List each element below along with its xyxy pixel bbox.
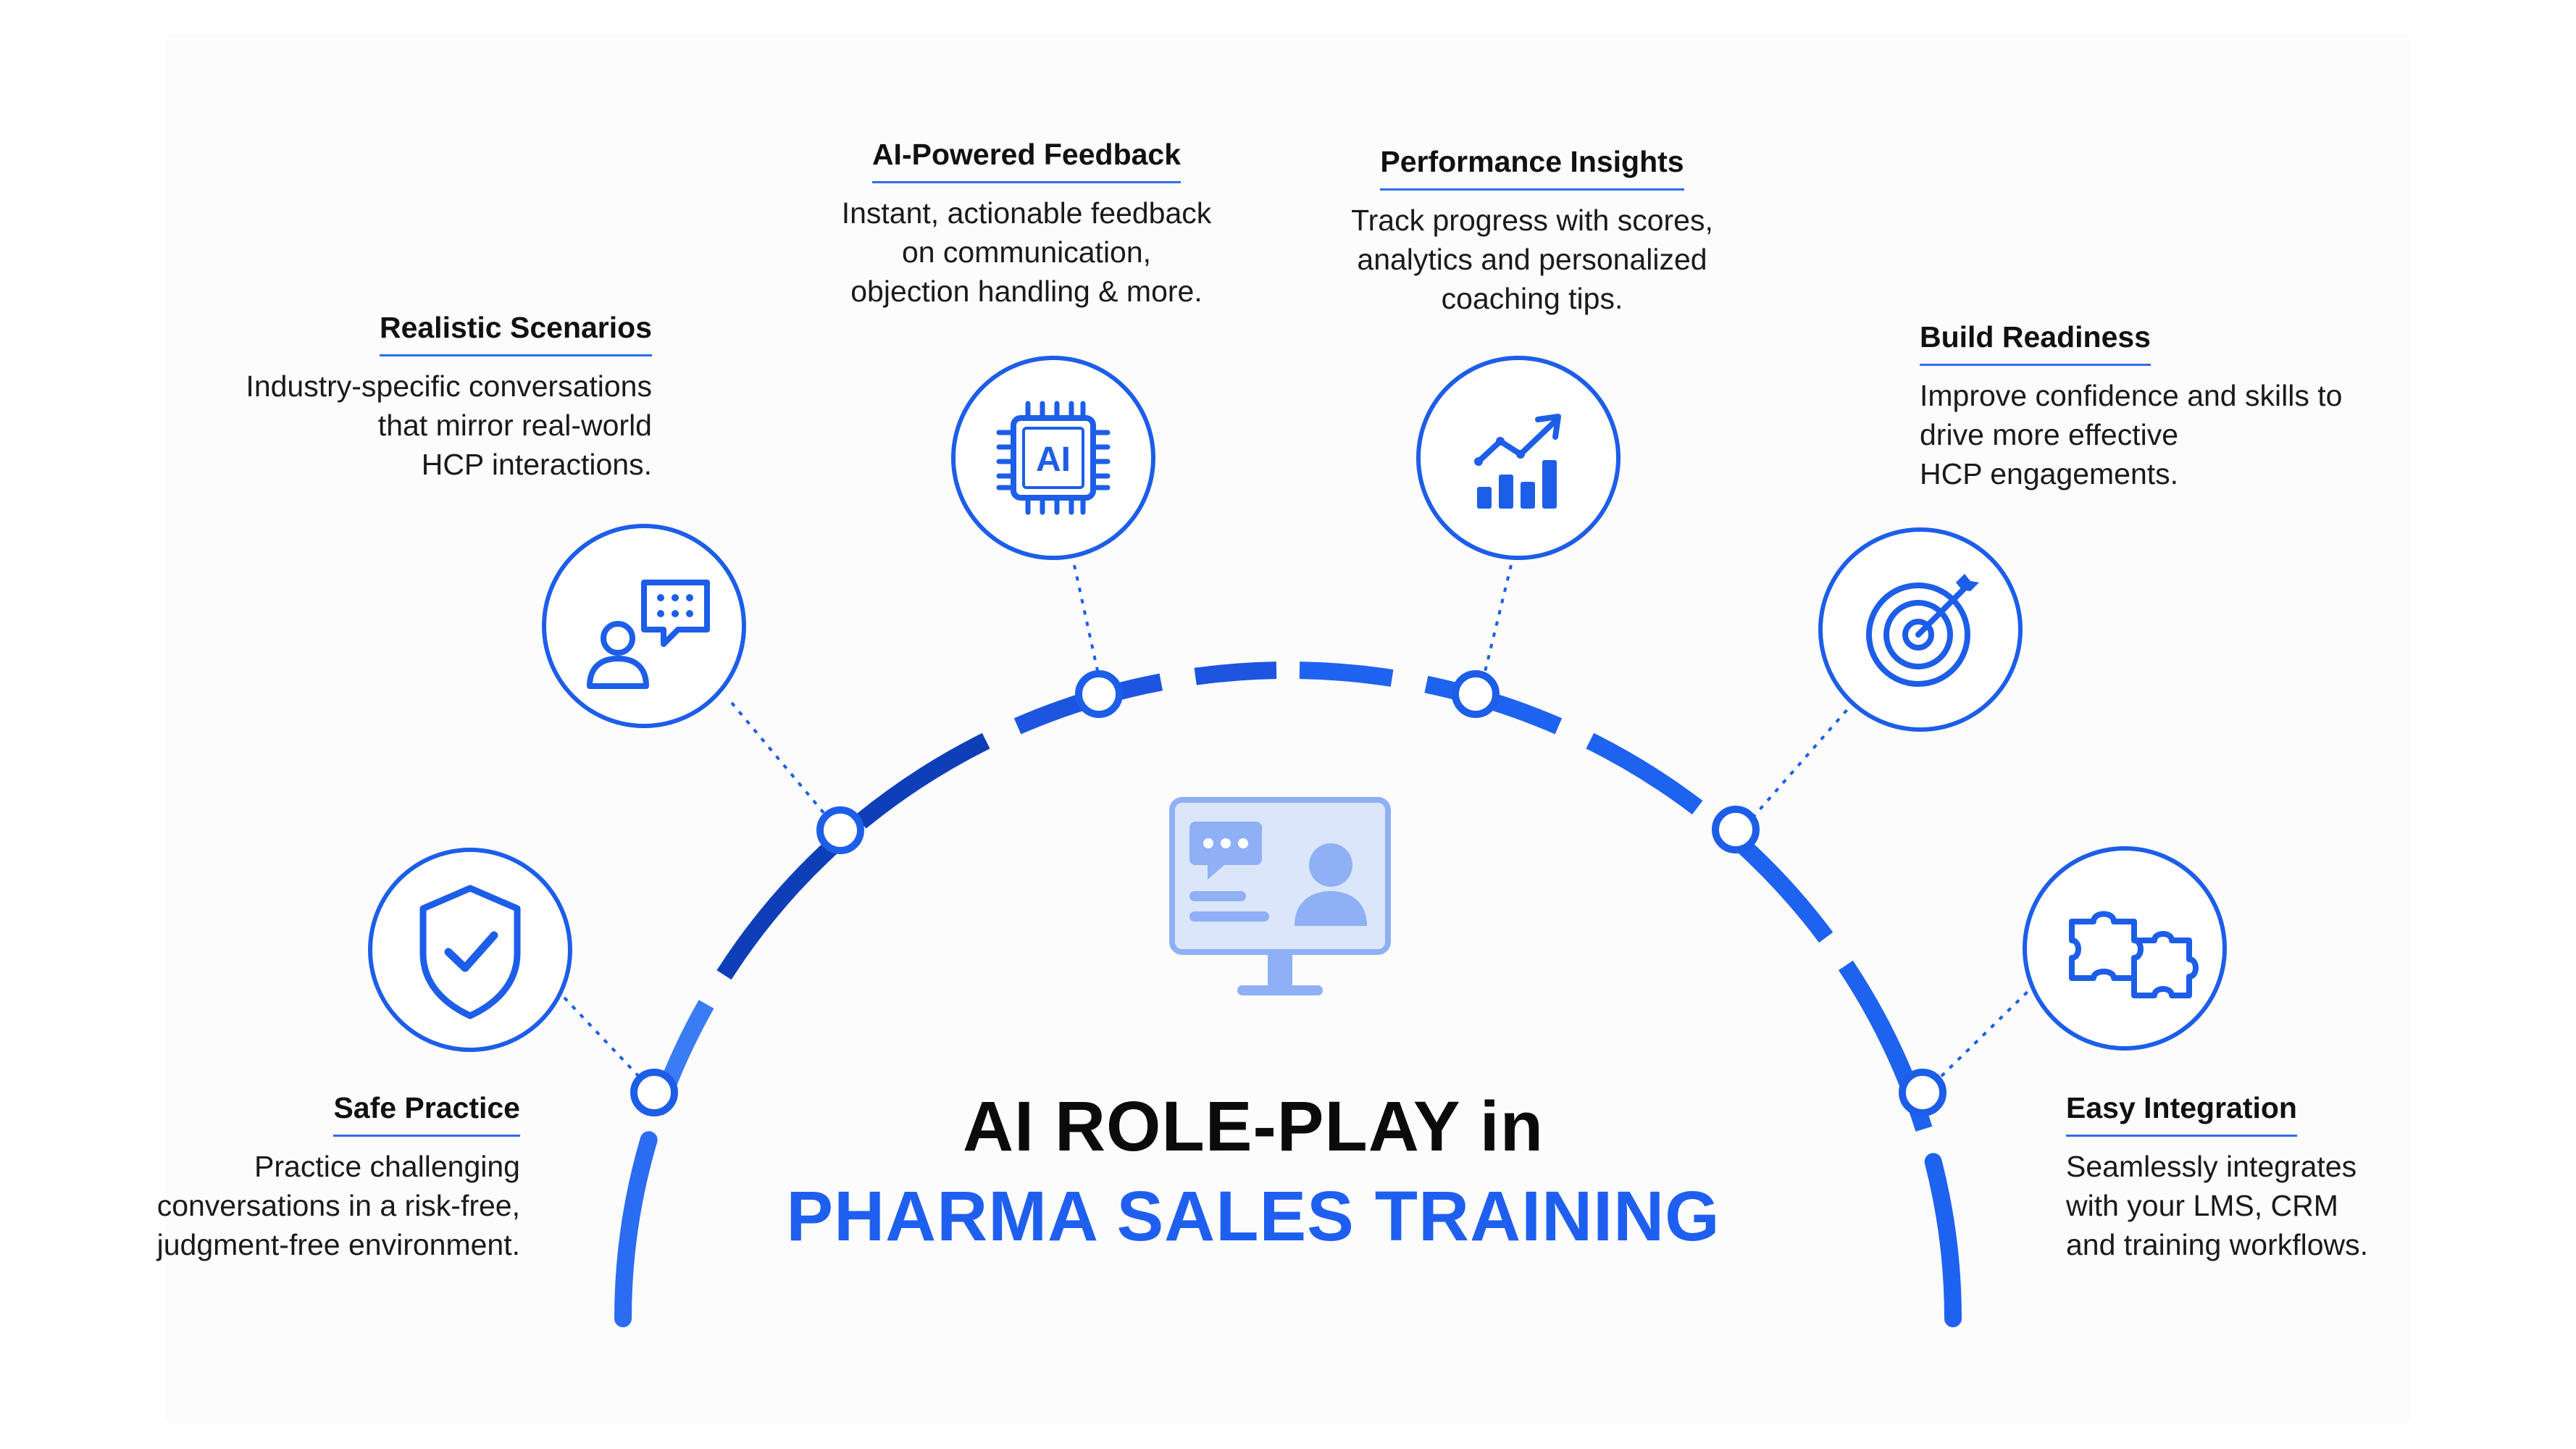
feature-ai-feedback: AI-Powered Feedback Instant, actionable …	[773, 136, 1280, 311]
arc-segment	[614, 1131, 658, 1327]
performance-insights-icon-circle	[1416, 356, 1621, 560]
main-heading: AI ROLE-PLAY in PHARMA SALES TRAINING	[688, 1087, 1818, 1256]
arc-segment	[1924, 1153, 1962, 1327]
feature-description: Track progress with scores, analytics an…	[1351, 204, 1713, 315]
connector-safe-practice	[563, 996, 653, 1092]
node-safe-practice	[630, 1069, 678, 1116]
connector-easy-integration	[1929, 982, 2037, 1088]
feature-title: Realistic Scenarios	[379, 309, 652, 356]
ai-feedback-icon-circle: AI	[951, 356, 1155, 560]
feature-safe-practice: Safe Practice Practice challenging conve…	[13, 1090, 520, 1264]
feature-build-readiness: Build Readiness Improve confidence and s…	[1920, 319, 2427, 493]
node-build-readiness	[1712, 806, 1760, 853]
arc-segment	[1586, 732, 1703, 815]
bar-chart-trend-icon	[1474, 414, 1561, 509]
feature-title: Build Readiness	[1920, 319, 2151, 366]
feature-title: Easy Integration	[2066, 1090, 2297, 1137]
monitor-video-chat-icon	[1169, 797, 1391, 995]
feature-description: Seamlessly integrates with your LMS, CRM…	[2066, 1150, 2369, 1261]
build-readiness-icon-circle	[1818, 527, 2023, 732]
arc-segment	[1299, 661, 1394, 687]
feature-title: AI-Powered Feedback	[871, 136, 1182, 183]
arc-nodes	[630, 670, 1946, 1116]
node-ai-feedback	[1075, 670, 1123, 718]
feature-title: Safe Practice	[333, 1090, 520, 1137]
realistic-scenarios-icon-circle	[542, 524, 746, 728]
safe-practice-icon-circle	[368, 848, 572, 1052]
node-realistic-scenarios	[816, 806, 864, 854]
puzzle-icon	[2069, 911, 2199, 998]
dotted-connectors	[563, 564, 2037, 1092]
feature-realistic-scenarios: Realistic Scenarios Industry-specific co…	[145, 309, 652, 484]
connector-ai-feedback	[1073, 564, 1100, 675]
chip-label: AI	[1036, 440, 1071, 479]
background-panel	[165, 33, 2411, 1424]
target-arrow-icon	[1866, 574, 1979, 687]
feature-description: Improve confidence and skills to drive m…	[1920, 379, 2343, 490]
arc-segment	[855, 732, 990, 829]
shield-check-icon	[419, 885, 521, 1019]
connector-performance-insights	[1482, 564, 1513, 678]
feature-description: Industry-specific conversations that mir…	[246, 369, 652, 481]
arc-segment	[1194, 661, 1277, 685]
node-performance-insights	[1452, 670, 1500, 718]
easy-integration-icon-circle	[2023, 846, 2227, 1051]
feature-title: Performance Insights	[1380, 143, 1684, 191]
heading-line-1: AI ROLE-PLAY in	[963, 1087, 1544, 1166]
ai-chip-icon: AI	[996, 401, 1111, 515]
feature-description: Practice challenging conversations in a …	[156, 1150, 520, 1261]
node-easy-integration	[1899, 1069, 1946, 1116]
connector-build-readiness	[1741, 700, 1856, 831]
connector-realistic-scenarios	[730, 701, 840, 832]
feature-performance-insights: Performance Insights Track progress with…	[1279, 143, 1786, 318]
arc-segment	[716, 838, 840, 980]
person-chat-icon	[587, 580, 710, 689]
feature-easy-integration: Easy Integration Seamlessly integrates w…	[2066, 1090, 2573, 1264]
heading-line-2: PHARMA SALES TRAINING	[786, 1177, 1720, 1256]
feature-description: Instant, actionable feedback on communic…	[841, 196, 1212, 308]
